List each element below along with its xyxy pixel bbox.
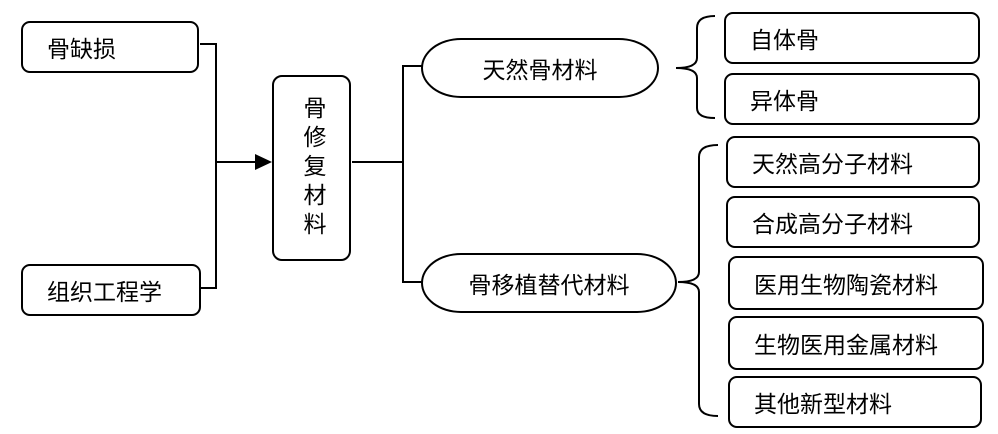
category-fork: [402, 65, 422, 283]
bone-defect-label: 骨缺损: [47, 37, 116, 63]
substitute-item-label: 生物医用金属材料: [754, 333, 938, 359]
natural-brace: [675, 15, 716, 119]
substitute-item-label: 天然高分子材料: [752, 152, 913, 178]
bone-repair-material-box: 骨修复材料: [272, 75, 351, 261]
arrowhead: [255, 154, 272, 170]
tissue-engineering-label: 组织工程学: [47, 280, 162, 306]
tissue-engineering-box: 组织工程学: [21, 264, 201, 316]
bone-substitute-material-label: 骨移植替代材料: [468, 273, 630, 299]
substitute-brace: [677, 144, 719, 417]
bone-substitute-material-pill: 骨移植替代材料: [421, 253, 677, 313]
substitute-item-label: 其他新型材料: [754, 392, 892, 418]
bone-defect-box: 骨缺损: [21, 21, 199, 73]
natural-item: 自体骨: [724, 12, 980, 64]
substitute-item: 生物医用金属材料: [728, 316, 984, 370]
substitute-item: 合成高分子材料: [726, 196, 980, 248]
substitute-item-label: 医用生物陶瓷材料: [754, 273, 938, 299]
natural-item-label: 异体骨: [750, 89, 819, 115]
substitute-item: 天然高分子材料: [726, 136, 980, 188]
natural-bone-material-label: 天然骨材料: [482, 58, 598, 84]
substitute-item: 其他新型材料: [728, 376, 982, 428]
substitute-item: 医用生物陶瓷材料: [728, 256, 984, 310]
natural-bone-material-pill: 天然骨材料: [421, 38, 659, 98]
substitute-item-label: 合成高分子材料: [752, 212, 913, 238]
natural-item-label: 自体骨: [750, 28, 819, 54]
natural-item: 异体骨: [724, 73, 980, 125]
input-bracket: [200, 43, 217, 289]
bone-repair-material-label: 骨修复材料: [299, 95, 325, 241]
